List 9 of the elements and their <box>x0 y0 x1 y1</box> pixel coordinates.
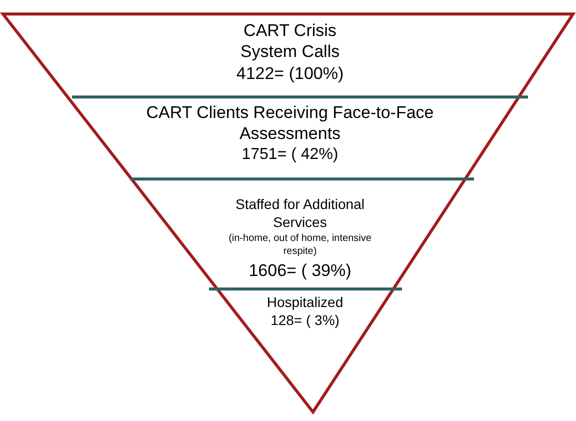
section-title: Hospitalized <box>266 294 344 312</box>
count-label: 4122= (100%) <box>236 62 344 84</box>
count-label: 1606= ( 39%) <box>248 260 352 282</box>
count-label: 128= ( 3%) <box>270 312 340 329</box>
note-text: (in-home, out of home, intensive respite) <box>228 233 372 258</box>
section-title: Staffed for Additional Services <box>234 196 366 231</box>
count-label: 1751= ( 42%) <box>242 144 338 164</box>
section-title: CART Crisis System Calls <box>239 20 341 62</box>
section-title: CART Clients Receiving Face-to-Face Assessments <box>145 102 435 144</box>
